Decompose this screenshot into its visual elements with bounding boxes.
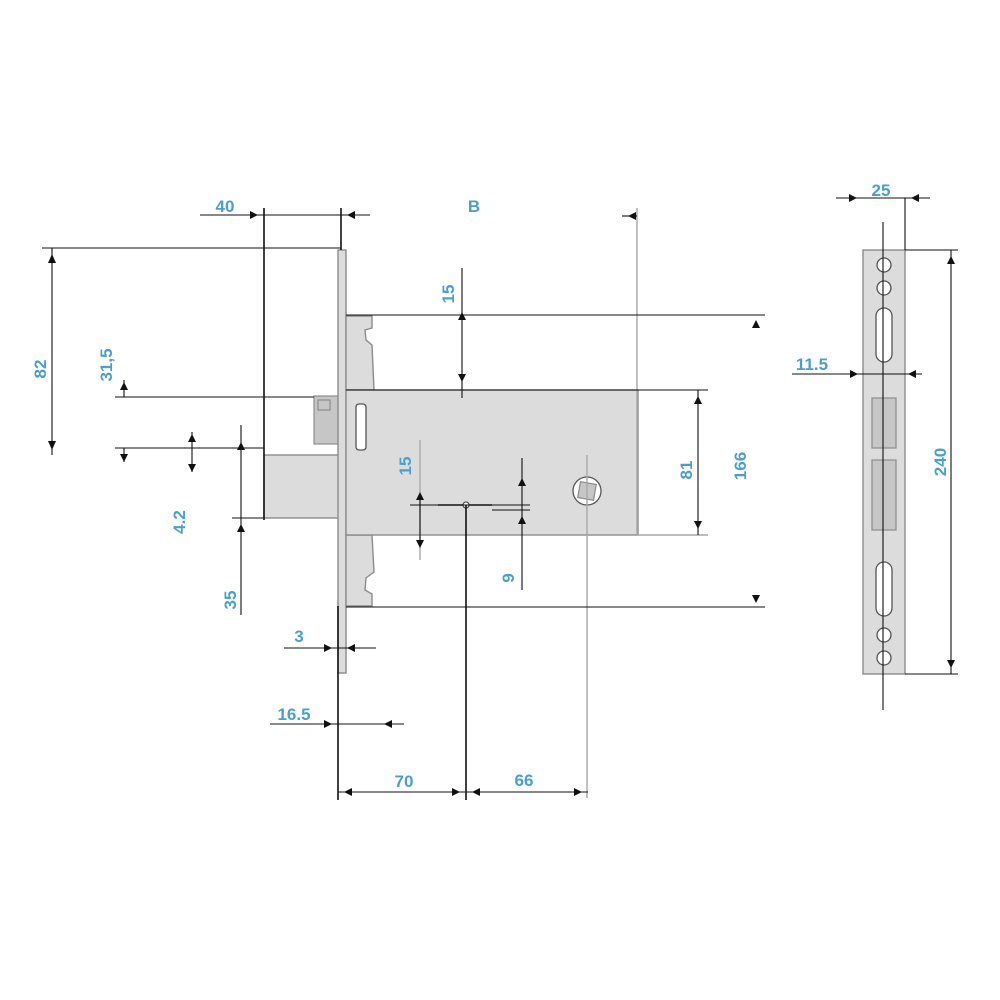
lower-tab: [345, 534, 375, 607]
dim-B: B: [468, 197, 480, 216]
dim-70: 70: [395, 772, 414, 791]
dimension-arrows: [48, 211, 760, 796]
dim-4-2: 4.2: [170, 510, 189, 534]
dim-3: 3: [294, 627, 303, 646]
dim-9: 9: [499, 573, 518, 582]
dim-166: 166: [731, 452, 750, 480]
latch-slot: [355, 403, 367, 451]
dim-16-5: 16.5: [277, 705, 310, 724]
faceplate: [337, 249, 347, 674]
latch-opening: [871, 397, 897, 449]
dim-11-5: 11.5: [796, 355, 828, 374]
dim-31-5: 31,5: [97, 348, 116, 381]
guide-lines: [419, 208, 708, 798]
latch-tip: [317, 399, 331, 411]
lock-side-view: [263, 249, 639, 674]
dimension-labels: 40 B 82 31,5 4.2 35 15 15 9 81 166 3 16.…: [31, 181, 950, 791]
dim-66: 66: [515, 771, 534, 790]
lock-case: [345, 389, 639, 536]
dim-81: 81: [677, 461, 696, 480]
upper-tab: [345, 315, 375, 391]
dim-40: 40: [216, 197, 235, 216]
dim-15-top: 15: [439, 285, 458, 304]
front-dimension-lines: [792, 194, 958, 675]
dim-35: 35: [221, 591, 240, 610]
dim-82: 82: [31, 360, 50, 379]
bolt-opening: [871, 459, 897, 531]
deadbolt: [263, 454, 343, 519]
faceplate-front-view: [862, 222, 906, 710]
dim-25: 25: [872, 181, 891, 200]
dim-15-mid: 15: [396, 457, 415, 476]
dim-240: 240: [931, 448, 950, 476]
